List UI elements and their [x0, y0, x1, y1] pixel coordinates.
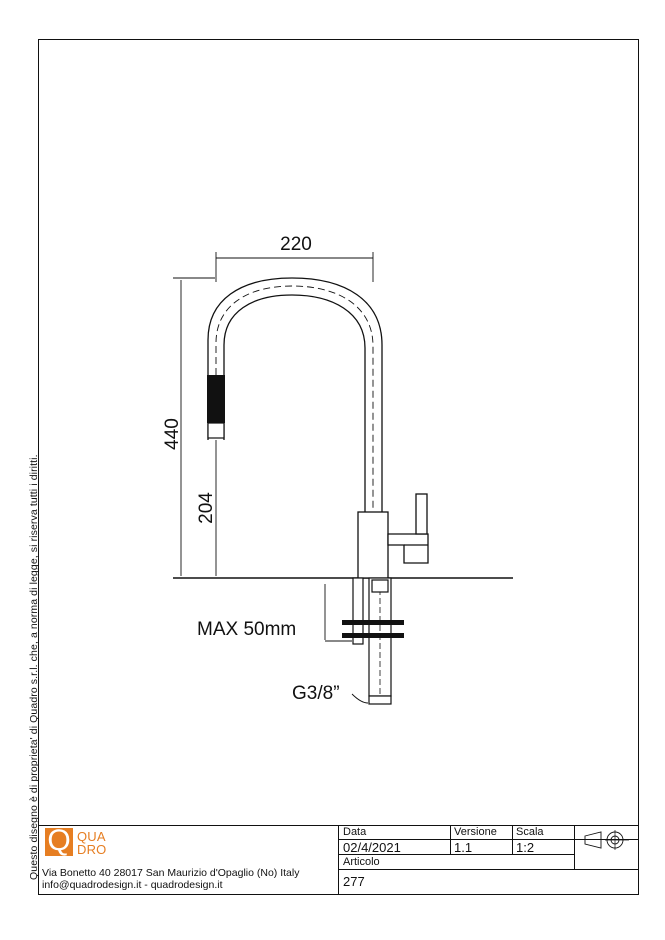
quadro-logo — [45, 828, 73, 856]
thread-label: G3/8” — [292, 683, 340, 704]
dimension-width — [215, 252, 374, 282]
quadro-logo-bottom: DRO — [77, 842, 107, 857]
version-value: 1.1 — [454, 840, 473, 855]
scale-value: 1:2 — [516, 840, 535, 855]
first-angle-projection-icon — [584, 830, 629, 850]
date-label: Data — [343, 826, 367, 838]
mounting-nut — [342, 633, 404, 638]
quadro-logo-top: QUA — [77, 829, 106, 844]
version-label: Versione — [454, 826, 497, 838]
company-contacts: info@quadrodesign.it - quadrodesign.it — [42, 879, 223, 891]
company-address: Via Bonetto 40 28017 San Maurizio d'Opag… — [42, 867, 300, 879]
max-thickness-label: MAX 50mm — [197, 619, 296, 640]
article-label: Articolo — [343, 856, 380, 868]
dimension-width-label: 220 — [280, 234, 312, 255]
date-value: 02/4/2021 — [343, 840, 401, 855]
scale-label: Scala — [516, 826, 544, 838]
dimension-height-spout-label: 204 — [196, 492, 217, 524]
spray-head-grip — [207, 375, 225, 423]
max-thickness-dimension — [324, 584, 352, 642]
faucet-body — [357, 493, 429, 579]
article-value: 277 — [343, 874, 365, 889]
title-block — [38, 825, 639, 895]
spout — [207, 277, 383, 575]
dimension-height-total — [173, 277, 215, 576]
mounting-washer — [342, 620, 404, 625]
spray-head-tip — [207, 422, 225, 439]
dimension-height-total-label: 440 — [162, 418, 183, 450]
thread-leader — [351, 693, 369, 704]
mounting-shank — [352, 577, 392, 705]
quadro-logo-letter: Q — [47, 824, 71, 857]
